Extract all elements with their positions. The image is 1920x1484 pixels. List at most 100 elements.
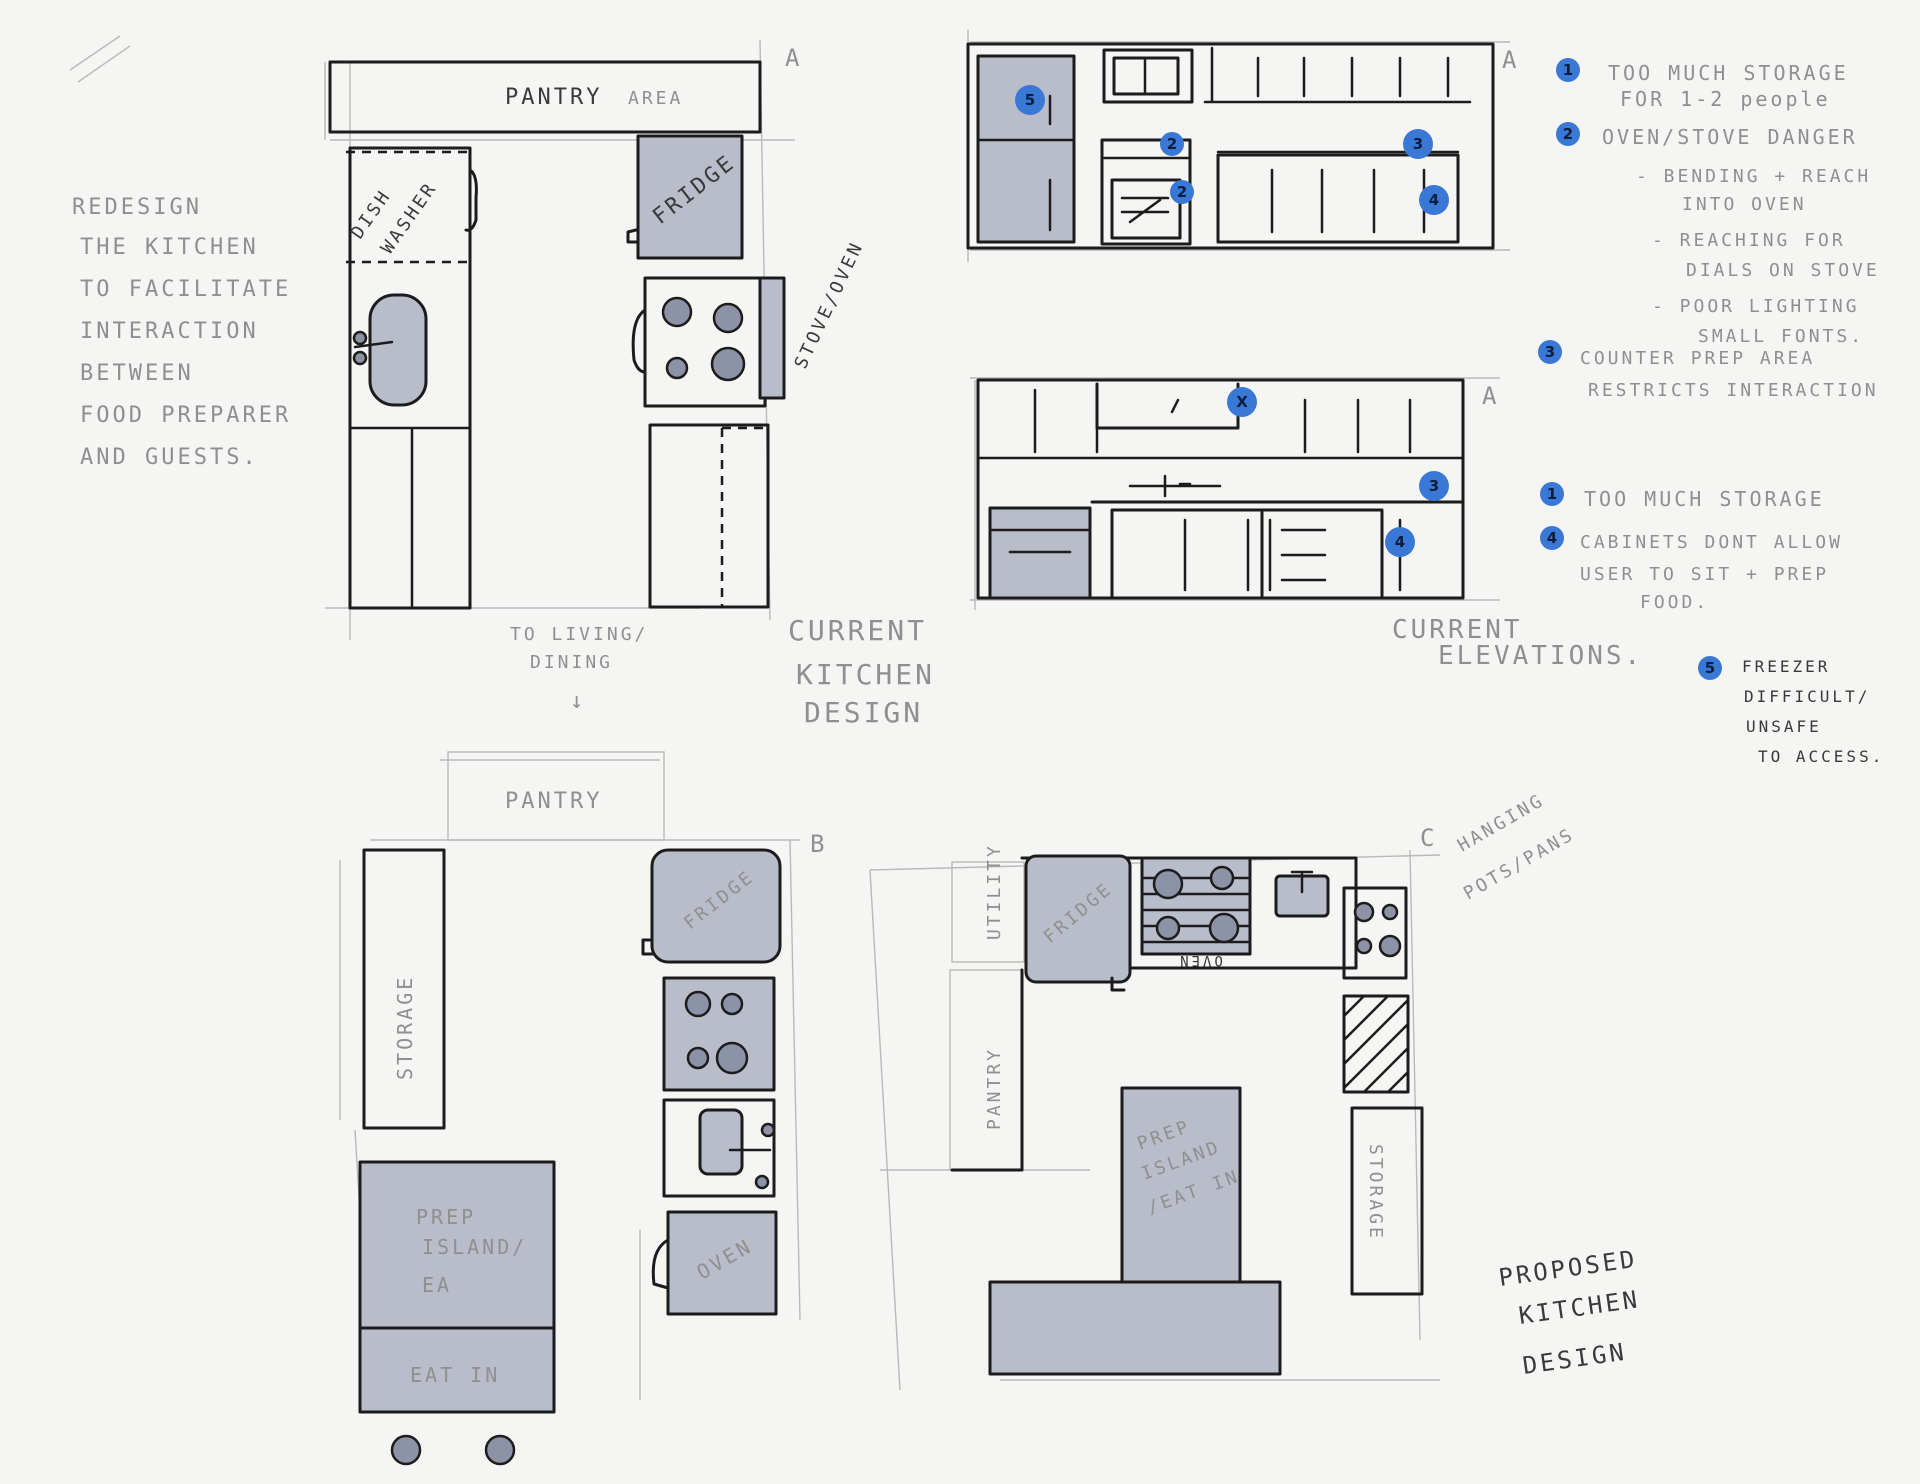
caption-kitchen: KITCHEN	[796, 658, 935, 691]
marker-3-counter-upper-text: 3	[1413, 135, 1423, 153]
elev-caption-1: CURRENT	[1392, 615, 1523, 645]
fridge	[636, 134, 744, 260]
left-counter	[348, 146, 472, 610]
proposed-plan-c: C HANGING POTS/PANS UTILITY FRIDGE OVEN …	[869, 790, 1642, 1391]
marker-a-elev-top: A	[1502, 46, 1519, 74]
intro-line: BETWEEN	[80, 361, 194, 386]
note-line: COUNTER PREP AREA	[1580, 348, 1815, 369]
stove-b	[662, 976, 776, 1092]
marker-c: C	[1420, 824, 1437, 852]
living-label-1: TO LIVING/	[510, 624, 648, 645]
burner	[712, 302, 744, 334]
burner	[661, 296, 693, 328]
elev-caption-2: ELEVATIONS.	[1438, 641, 1643, 671]
intro-line: AND GUESTS.	[80, 445, 259, 470]
note-line: - BENDING + REACH	[1636, 166, 1871, 187]
faucet-knob	[352, 350, 368, 366]
pantry-b	[447, 751, 665, 841]
fridge-c	[1024, 854, 1132, 984]
sink	[368, 293, 428, 407]
note-line: CABINETS DONT ALLOW	[1580, 532, 1843, 553]
note-1b-dot	[1540, 482, 1564, 506]
burner	[665, 356, 689, 380]
marker-2-oven-top-text: 2	[1167, 135, 1177, 153]
pantry-b-label: PANTRY	[505, 789, 602, 814]
note-line: TOO MUCH STORAGE	[1584, 487, 1825, 511]
note-line: - REACHING FOR	[1652, 230, 1846, 251]
marker-b: B	[810, 830, 827, 858]
note-1b-num: 1	[1547, 485, 1557, 503]
note-2-dot	[1556, 122, 1580, 146]
marker-x	[1227, 387, 1257, 417]
current-floor-plan: PANTRY AREA A DISH WASHER FRIDGE STOVE/O…	[324, 39, 935, 729]
note-line: UNSAFE	[1746, 717, 1822, 736]
note-4-num: 4	[1547, 529, 1557, 547]
utility-c	[951, 861, 1025, 963]
right-cabinets	[648, 423, 770, 609]
sink-b	[698, 1108, 744, 1176]
eat-in-c	[988, 1280, 1282, 1376]
burner	[710, 346, 746, 382]
note-2-num: 2	[1563, 125, 1573, 143]
note-1-num: 1	[1563, 61, 1573, 79]
marker-3-counter-upper	[1403, 129, 1433, 159]
note-line: TO ACCESS.	[1758, 747, 1884, 766]
intro-line: FOOD PREPARER	[80, 403, 291, 428]
note-line: USER TO SIT + PREP	[1580, 564, 1829, 585]
marker-5-fridge	[1015, 85, 1045, 115]
stove-back	[758, 276, 786, 400]
oven-c-label: OVEN	[1177, 952, 1223, 968]
intro-line: REDESIGN	[72, 195, 202, 220]
island-b-label-2: ISLAND/	[422, 1235, 527, 1259]
pantry-c-label: PANTRY	[984, 1047, 1005, 1130]
sink-b-counter	[662, 1098, 776, 1198]
faucet-knob	[352, 330, 368, 346]
proposed-caption-1: PROPOSED	[1497, 1245, 1639, 1292]
storage-c	[1350, 1106, 1424, 1296]
prep-island-c	[1120, 1086, 1242, 1290]
fridge-b	[650, 848, 782, 964]
elevation-upper: A	[966, 30, 1519, 262]
arrow-down: ↓	[570, 689, 586, 714]
stool	[484, 1434, 516, 1466]
storage-b-label: STORAGE	[393, 975, 417, 1080]
proposed-caption-3: DESIGN	[1521, 1338, 1629, 1380]
issue-notes: 1 TOO MUCH STORAGE FOR 1-2 people 2 OVEN…	[1538, 58, 1884, 766]
marker-4-cab-upper-text: 4	[1429, 191, 1439, 209]
stove-label: STOVE/OVEN	[790, 238, 868, 372]
proposed-plan-b: PANTRY B STORAGE FRIDGE OVEN PREP ISLAND…	[339, 751, 827, 1466]
intro-line: TO FACILITATE	[80, 277, 291, 302]
fridge-elevation	[976, 54, 1076, 244]
note-line: FREEZER	[1742, 657, 1830, 676]
storage-b	[362, 848, 446, 1130]
note-line: SMALL FONTS.	[1698, 326, 1864, 347]
note-1-dot	[1556, 58, 1580, 82]
dishwasher-handle	[464, 168, 478, 232]
eat-in-b	[358, 1326, 556, 1414]
left-cabinets	[348, 426, 472, 608]
note-line: RESTRICTS INTERACTION	[1588, 380, 1879, 401]
fridge-handle	[626, 228, 640, 244]
note-3-num: 3	[1545, 343, 1555, 361]
elevation-markers: 5 2 2 3 4 X 3 4	[1015, 85, 1449, 557]
note-line: FOOD.	[1640, 592, 1709, 613]
scratch-mark	[69, 35, 131, 83]
marker-4-cab-lower	[1385, 527, 1415, 557]
intro-line: THE KITCHEN	[80, 235, 259, 260]
stool	[390, 1434, 422, 1466]
note-line: - POOR LIGHTING	[1652, 296, 1860, 317]
stove	[643, 276, 767, 408]
marker-3-counter-lower-text: 3	[1429, 477, 1439, 495]
cooktop-small-c	[1342, 886, 1408, 980]
pantry-label: PANTRY	[505, 85, 602, 110]
marker-5-fridge-text: 5	[1025, 91, 1035, 109]
caption-design: DESIGN	[804, 696, 923, 729]
area-label: AREA	[628, 88, 683, 109]
storage-c-label: STORAGE	[1365, 1144, 1386, 1241]
marker-2-oven-door-text: 2	[1177, 183, 1187, 201]
marker-2-oven-door	[1170, 180, 1194, 204]
marker-2-oven-top	[1160, 132, 1184, 156]
note-line: OVEN/STOVE DANGER	[1602, 125, 1858, 149]
